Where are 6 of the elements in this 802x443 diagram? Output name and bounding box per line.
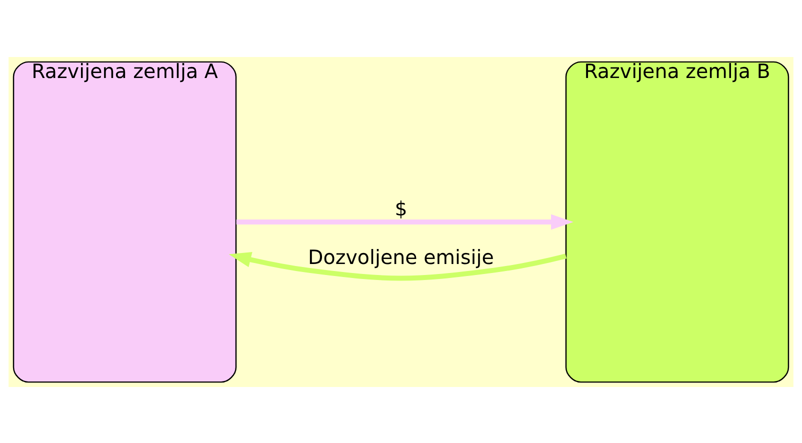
node-box: Razvijena zemlja A bbox=[12, 60, 237, 382]
edge-label: $ bbox=[394, 197, 408, 220]
edge-label: Dozvoljene emisije bbox=[308, 245, 494, 268]
arrow bbox=[236, 214, 574, 230]
arrow bbox=[228, 251, 567, 280]
node-box: Razvijena zemlja B bbox=[565, 60, 790, 382]
